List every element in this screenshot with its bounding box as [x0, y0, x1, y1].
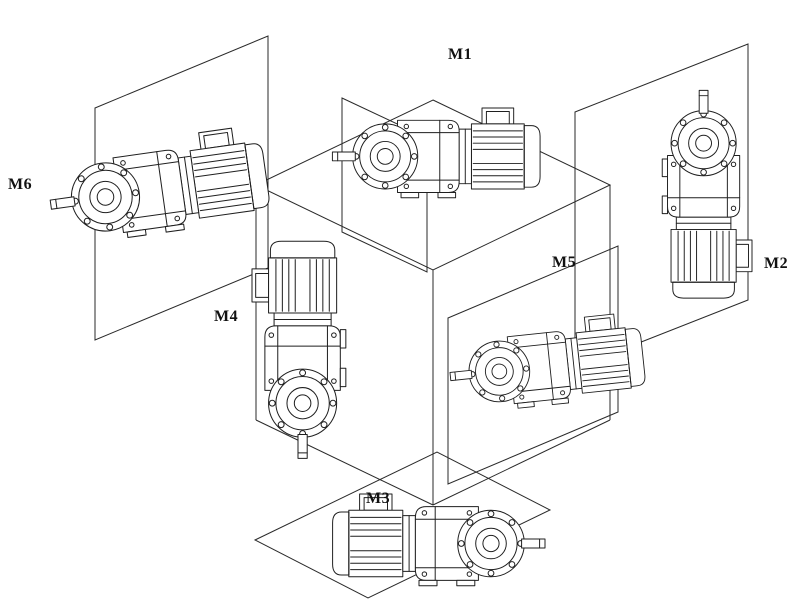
label-m2: M2	[764, 255, 789, 272]
label-m1: M1	[448, 46, 473, 63]
mounting-plane-m5	[447, 245, 619, 485]
gearmotor-m4	[251, 240, 347, 459]
gearmotor-m5	[445, 311, 648, 416]
label-m6: M6	[8, 176, 33, 193]
mounting-plane-m2	[574, 43, 749, 369]
mounting-plane-m3	[253, 451, 552, 599]
label-m3: M3	[366, 490, 391, 507]
gearmotor-m2	[661, 89, 753, 299]
gearmotor-m3	[332, 493, 546, 587]
label-m5: M5	[552, 254, 577, 271]
gearmotor-m1	[331, 107, 541, 199]
mounting-plane-m6	[94, 35, 269, 341]
gearmotor-m6	[43, 123, 273, 248]
label-m4: M4	[214, 308, 239, 325]
mounting-cube	[254, 99, 612, 506]
